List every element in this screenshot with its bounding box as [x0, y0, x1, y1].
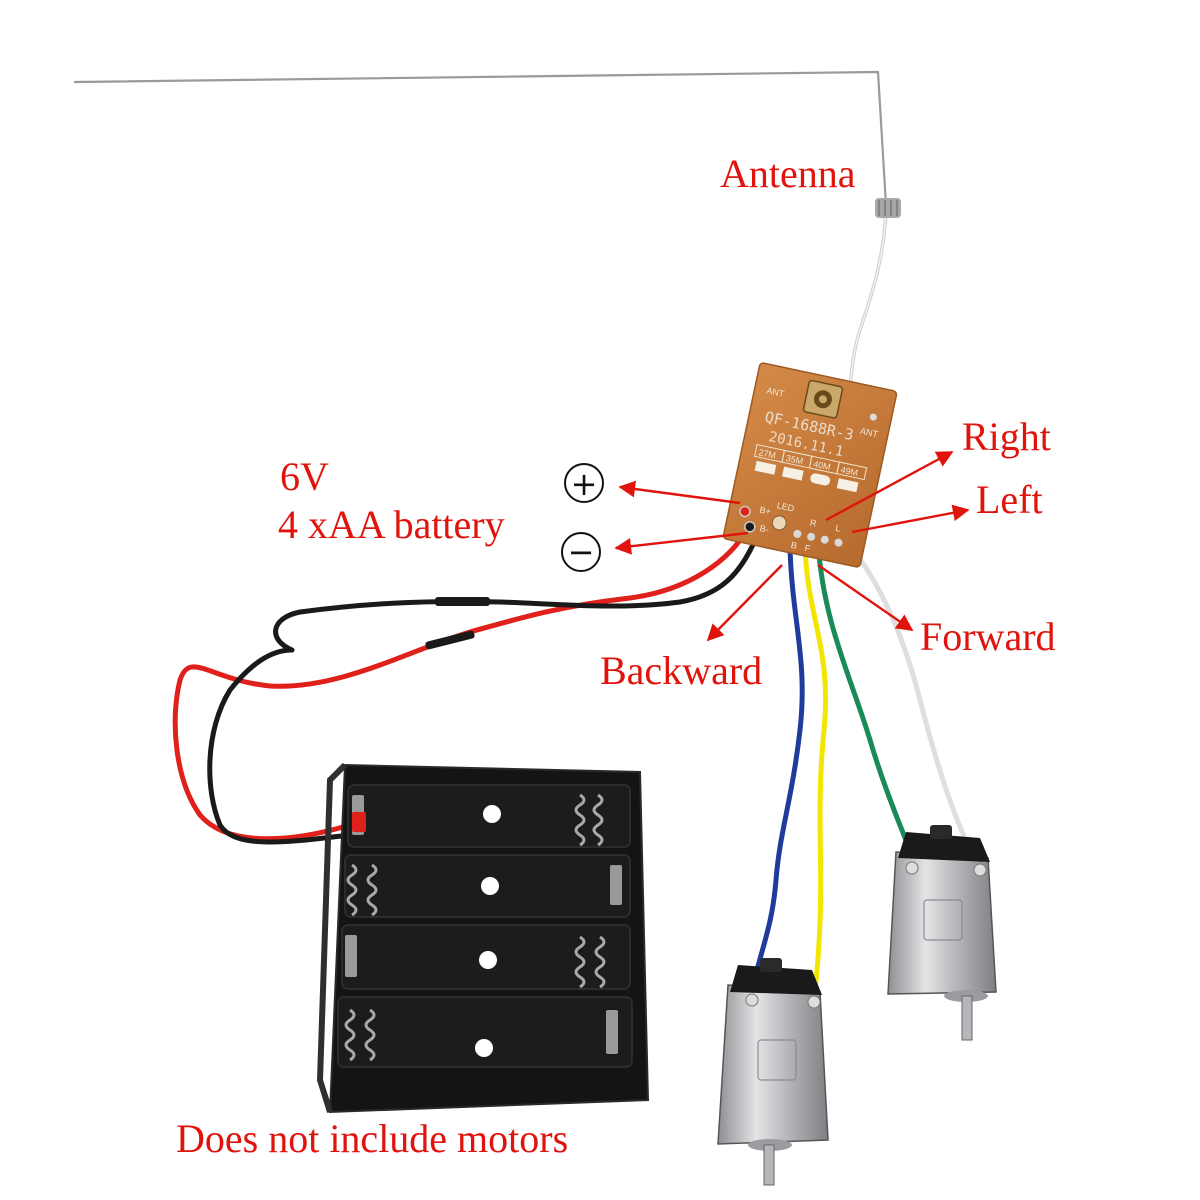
freq-49m-label: 49M [840, 465, 859, 478]
pad-f-label: F [804, 543, 812, 554]
arrow-forward [817, 564, 914, 631]
yellow-wire [802, 545, 829, 1003]
antenna-wire [73, 70, 901, 407]
receiver-pcb: ANT ANT QF-1688R-3 2016.11.1 27M 35M 40M… [722, 362, 898, 568]
solder-pads: B+ B- LED R L B F [739, 500, 843, 554]
arrow-left [851, 504, 970, 534]
disclaimer-label: Does not include motors [176, 1116, 568, 1161]
plus-terminal-symbol: + [564, 463, 604, 503]
pad-r-label: R [809, 517, 818, 528]
plus-symbol: + [571, 465, 598, 503]
battery-holes [475, 805, 501, 1057]
battery-slots [337, 784, 633, 1068]
voltage-label: 6V [280, 454, 329, 499]
pad-b-label: B [790, 540, 798, 551]
arrow-minus [614, 531, 749, 555]
freq-27m-label: 27M [758, 447, 777, 460]
pad-led-label: LED [776, 500, 796, 514]
arrow-plus [618, 480, 741, 505]
forward-label: Forward [920, 614, 1056, 659]
right-label: Right [962, 414, 1051, 459]
black-wire [207, 535, 759, 845]
pcb-ant-left-label: ANT [766, 385, 786, 399]
pcb-ant-right-label: ANT [859, 426, 879, 440]
motor-backward-left [717, 958, 829, 1186]
annotation-arrows [614, 450, 970, 642]
green-wire [815, 537, 918, 868]
motor-forward-right [887, 825, 997, 1041]
blue-wire [747, 545, 805, 1003]
pad-b-minus-label: B- [759, 523, 770, 535]
battery-label: 4 xAA battery [278, 502, 505, 547]
pad-l-label: L [834, 523, 841, 534]
minus-terminal-symbol: − [561, 532, 601, 572]
arrow-backward [706, 564, 783, 642]
minus-symbol: − [568, 533, 595, 571]
battery-wires [172, 525, 759, 845]
frequency-boxes: 27M 35M 40M 49M [754, 443, 868, 493]
antenna-label: Antenna [720, 151, 856, 196]
arrow-right [825, 450, 954, 522]
red-wire [172, 525, 751, 842]
battery-holder [316, 762, 650, 1114]
freq-40m-label: 40M [812, 459, 831, 472]
freq-35m-label: 35M [785, 453, 804, 466]
antenna-spring [875, 198, 901, 218]
motor-wires [747, 537, 978, 1003]
white-wire [842, 537, 978, 863]
left-label: Left [976, 477, 1043, 522]
pad-b-plus-label: B+ [759, 505, 772, 517]
battery-springs [344, 793, 606, 1062]
backward-label: Backward [600, 648, 762, 693]
